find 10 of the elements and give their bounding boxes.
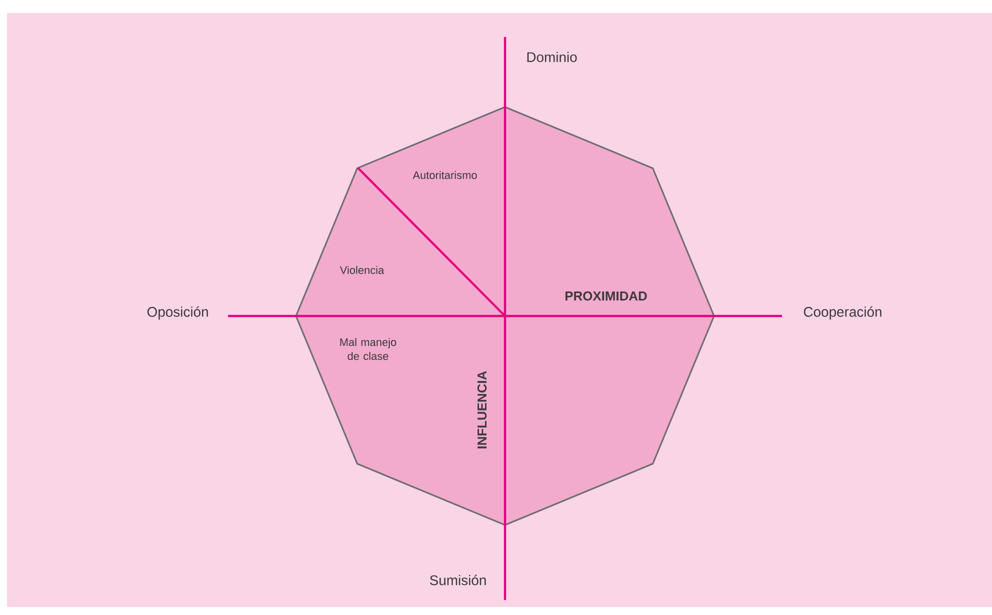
axis-label: Cooperación [804,306,882,320]
region-label: Mal manejo de clase [340,338,396,360]
octagon-shape [295,106,715,526]
axis-label: Sumisión [430,574,486,586]
axis-title: PROXIMIDAD [566,291,647,301]
axis-label: Dominio [527,52,577,62]
region-label: Autoritarismo [412,170,477,180]
region-label: Violencia [340,266,384,274]
axis-title: INFLUENCIA [477,371,487,448]
axis-label: Oposición [147,306,208,320]
